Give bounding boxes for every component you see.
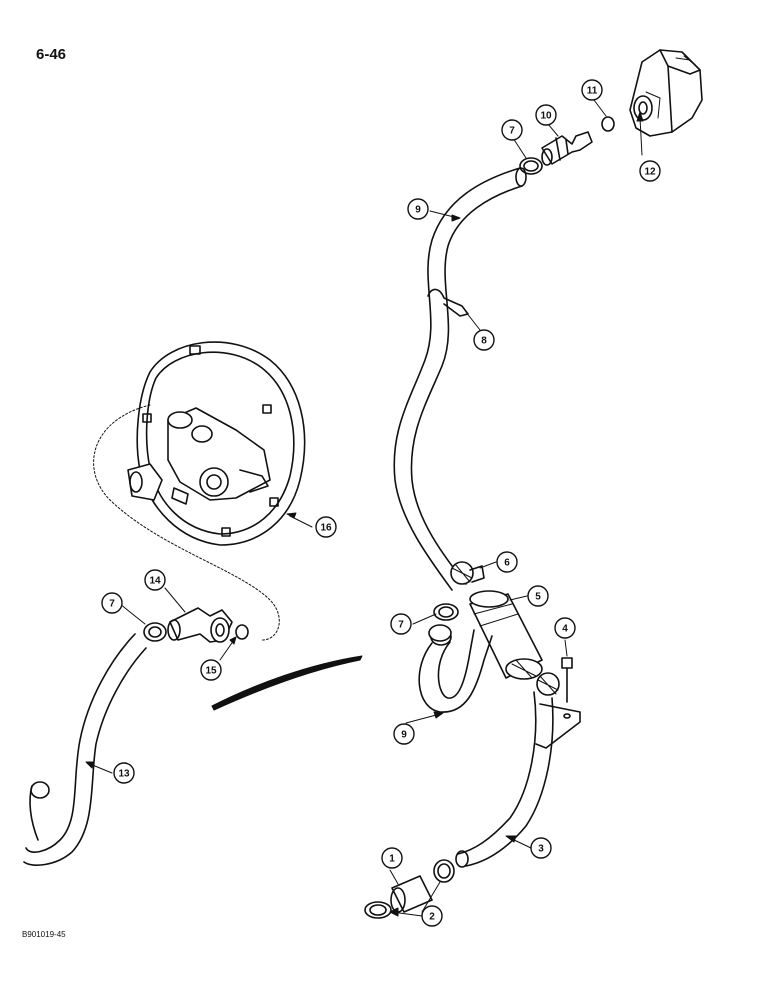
elbow-fitting-14	[167, 607, 233, 643]
figure-id: B901019-45	[22, 930, 66, 939]
callout-label: 14	[149, 576, 161, 587]
callout-label: 2	[429, 912, 435, 923]
callout-label: 13	[118, 769, 130, 780]
callout-9: 9	[407, 198, 429, 220]
callout-7: 7	[101, 592, 123, 614]
bolt-4	[561, 657, 573, 703]
hose-clamp-7-middle	[433, 603, 459, 621]
callout-circle	[393, 723, 415, 745]
callout-circle	[381, 847, 403, 869]
callout-7: 7	[390, 613, 412, 635]
callout-7: 7	[501, 119, 523, 141]
callout-circle	[535, 104, 557, 126]
hose-9-short	[418, 624, 493, 713]
leader-lines	[85, 99, 644, 917]
callout-label: 15	[205, 666, 217, 677]
separator-stroke	[211, 655, 363, 711]
callout-circle	[113, 762, 135, 784]
callout-circle	[421, 905, 443, 927]
callout-1: 1	[381, 847, 403, 869]
callout-2: 2	[421, 905, 443, 927]
banjo-fitting-6	[450, 561, 485, 585]
hose-clamp-2-upper	[433, 859, 455, 883]
callout-label: 4	[562, 624, 568, 635]
callout-10: 10	[535, 104, 557, 126]
callout-label: 7	[398, 620, 404, 631]
callout-label: 6	[504, 558, 510, 569]
hose-clip-8	[427, 288, 469, 317]
callout-label: 5	[535, 592, 541, 603]
callout-circle	[200, 659, 222, 681]
callout-label: 11	[587, 86, 598, 97]
callout-13: 13	[113, 762, 135, 784]
callout-circle	[501, 119, 523, 141]
hose-9-long	[393, 167, 527, 591]
o-ring-15	[235, 624, 249, 640]
callout-circle	[390, 613, 412, 635]
reference-outline	[93, 404, 280, 641]
callout-label: 16	[320, 523, 332, 534]
callout-label: 7	[509, 126, 515, 137]
callout-11: 11	[581, 79, 603, 101]
callout-12: 12	[639, 160, 661, 182]
callout-4: 4	[554, 617, 576, 639]
callout-circle	[530, 837, 552, 859]
callout-circle	[554, 617, 576, 639]
callout-3: 3	[530, 837, 552, 859]
hose-clamp-2-lower	[364, 901, 392, 919]
callout-16: 16	[315, 516, 337, 538]
callout-label: 12	[644, 167, 656, 178]
callout-8: 8	[473, 329, 495, 351]
callout-circle	[315, 516, 337, 538]
fuel-filter-5	[469, 590, 543, 680]
o-ring-11	[601, 116, 615, 132]
callout-circle	[144, 569, 166, 591]
hose-3	[455, 691, 554, 868]
callout-label: 10	[540, 111, 552, 122]
adapter-fitting-10	[541, 131, 593, 166]
callout-9: 9	[393, 723, 415, 745]
callout-label: 7	[109, 599, 115, 610]
callout-circle	[639, 160, 661, 182]
hose-clamp-7-upper	[519, 157, 543, 175]
callout-circle	[101, 592, 123, 614]
callout-circle	[496, 551, 518, 573]
callout-15: 15	[200, 659, 222, 681]
callout-circle	[581, 79, 603, 101]
callout-circle	[407, 198, 429, 220]
callout-circle	[527, 585, 549, 607]
callout-5: 5	[527, 585, 549, 607]
mounting-bracket	[535, 703, 581, 749]
callout-label: 1	[389, 854, 395, 865]
callout-label: 9	[415, 205, 421, 216]
pump-housing-16	[127, 341, 306, 546]
callout-6: 6	[496, 551, 518, 573]
callout-14: 14	[144, 569, 166, 591]
page-number: 6-46	[36, 46, 67, 63]
hose-13	[23, 633, 147, 866]
filter-head-12	[629, 49, 703, 137]
hose-clamp-7-left	[143, 622, 167, 642]
callout-circle	[473, 329, 495, 351]
banjo-fitting-lower	[536, 672, 560, 696]
callout-label: 3	[538, 844, 544, 855]
callout-label: 9	[401, 730, 407, 741]
callout-label: 8	[481, 336, 487, 347]
sleeve-1	[390, 875, 433, 913]
